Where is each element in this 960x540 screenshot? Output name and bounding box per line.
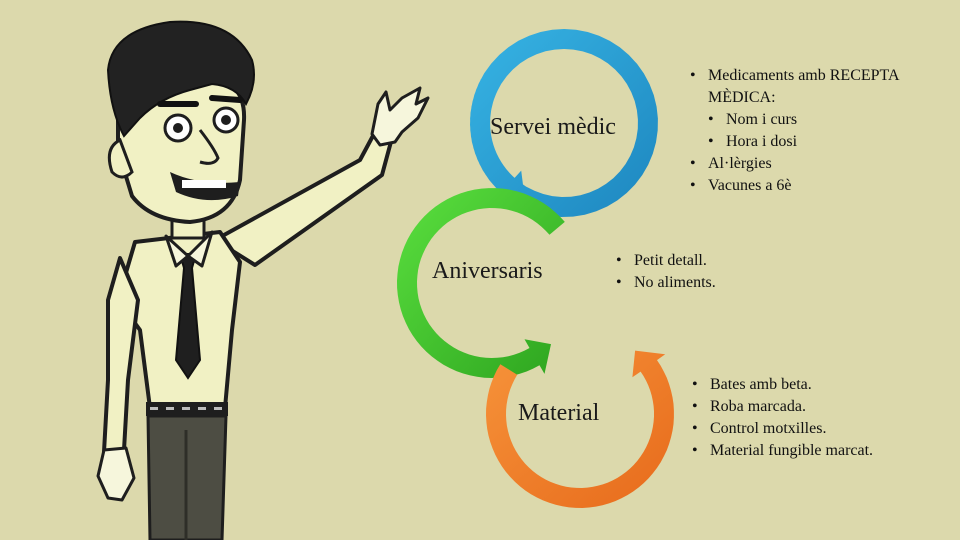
list-item: Control motxilles. xyxy=(692,418,873,440)
list-item: Hora i dosi xyxy=(690,131,900,153)
list-item: Nom i curs xyxy=(690,109,900,131)
list-item: Al·lèrgies xyxy=(690,153,900,175)
man-lower-arm xyxy=(102,256,140,454)
pointing-man-illustration xyxy=(96,20,430,540)
arrow-aniversaris xyxy=(397,188,565,378)
details-aniversaris: Petit detall. No aliments. xyxy=(616,250,716,294)
list-item: MÈDICA: xyxy=(708,89,776,106)
node-label-material: Material xyxy=(518,400,600,426)
node-label-aniversaris: Aniversaris xyxy=(432,258,543,284)
list-item: Medicaments amb RECEPTA xyxy=(690,65,900,87)
list-item: Bates amb beta. xyxy=(692,374,873,396)
list-item: Vacunes a 6è xyxy=(690,175,900,197)
list-item: Material fungible marcat. xyxy=(692,440,873,462)
cycle-arrows xyxy=(397,29,674,508)
man-hair xyxy=(106,20,255,138)
man-lower-hand xyxy=(96,446,136,502)
list-item: No aliments. xyxy=(616,272,716,294)
man-raised-hand xyxy=(370,86,430,147)
details-material: Bates amb beta. Roba marcada. Control mo… xyxy=(692,374,873,462)
details-servei-medic: Medicaments amb RECEPTA MÈDICA: Nom i cu… xyxy=(690,65,900,197)
arrow-material xyxy=(486,350,674,508)
list-item: Roba marcada. xyxy=(692,396,873,418)
list-item: Petit detall. xyxy=(616,250,716,272)
node-label-servei-medic: Servei mèdic xyxy=(490,114,616,140)
